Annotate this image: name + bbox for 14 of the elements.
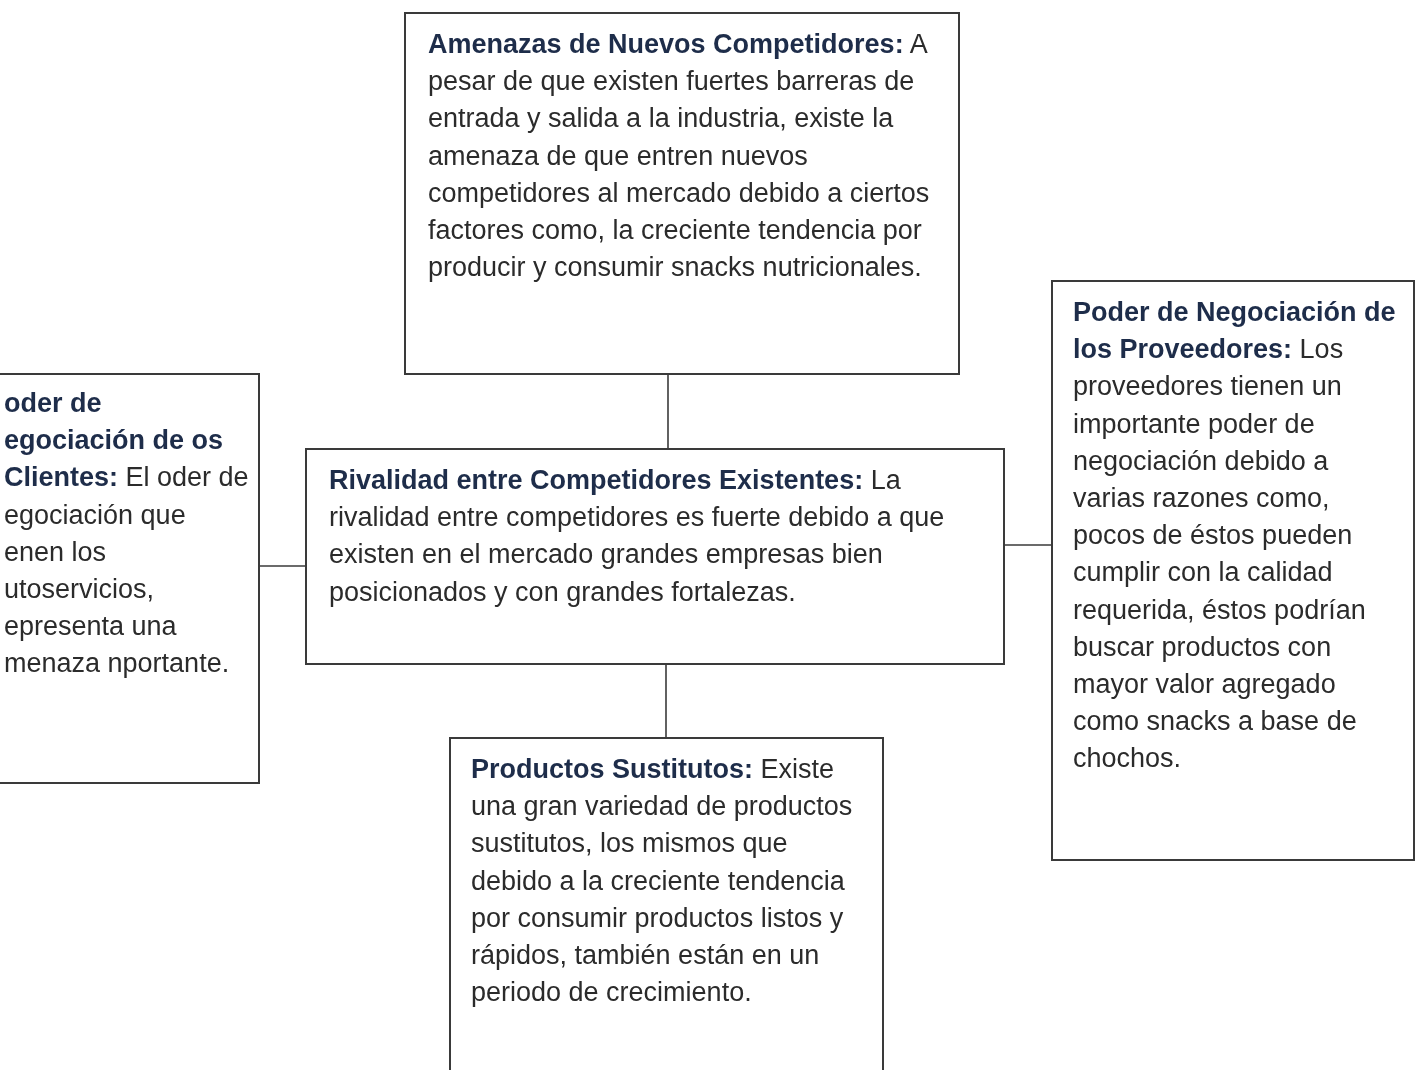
description-text: Rivalidad entre Competidores Existentes: La rivalidad entre competidores es fuerte debido a que existen en el mercado grandes empresas bien posicionados y con grandes fortalezas. bbox=[329, 464, 946, 609]
connector-line bbox=[665, 664, 667, 738]
description-text: Productos Sustitutos: Existe una gran variedad de productos sustitutos, los mismos que debido a la creciente tendencia por consumir productos listos y rápidos, también están en un periodo de crecimiento. bbox=[471, 753, 854, 1010]
text-box bbox=[0, 373, 260, 784]
text-box bbox=[449, 737, 884, 1070]
description-text: oder de egociación de os Clientes: El oder de egociación que enen los utoservicios, epresenta una menaza nportante. bbox=[4, 387, 250, 681]
connector-line bbox=[259, 565, 306, 567]
connector-line bbox=[667, 374, 669, 449]
text-box bbox=[1051, 280, 1415, 861]
text-box bbox=[404, 12, 960, 375]
text-box bbox=[305, 448, 1005, 665]
description-text: Poder de Negociación de los Proveedores: Los proveedores tienen un importante poder de negociación debido a varias razones como, pocos de éstos pueden cumplir con la calidad requerida, éstos podrían buscar productos con mayor valor agregado como snacks a base de chochos. bbox=[1073, 296, 1397, 776]
description-text: Amenazas de Nuevos Competidores: A pesar de que existen fuertes barreras de entrada y salida a la industria, existe la amenaza de que entren nuevos competidores al mercado debido a ciertos factores como, la creciente tendencia por producir y consumir snacks nutricionales. bbox=[428, 28, 931, 285]
connector-line bbox=[1004, 544, 1052, 546]
